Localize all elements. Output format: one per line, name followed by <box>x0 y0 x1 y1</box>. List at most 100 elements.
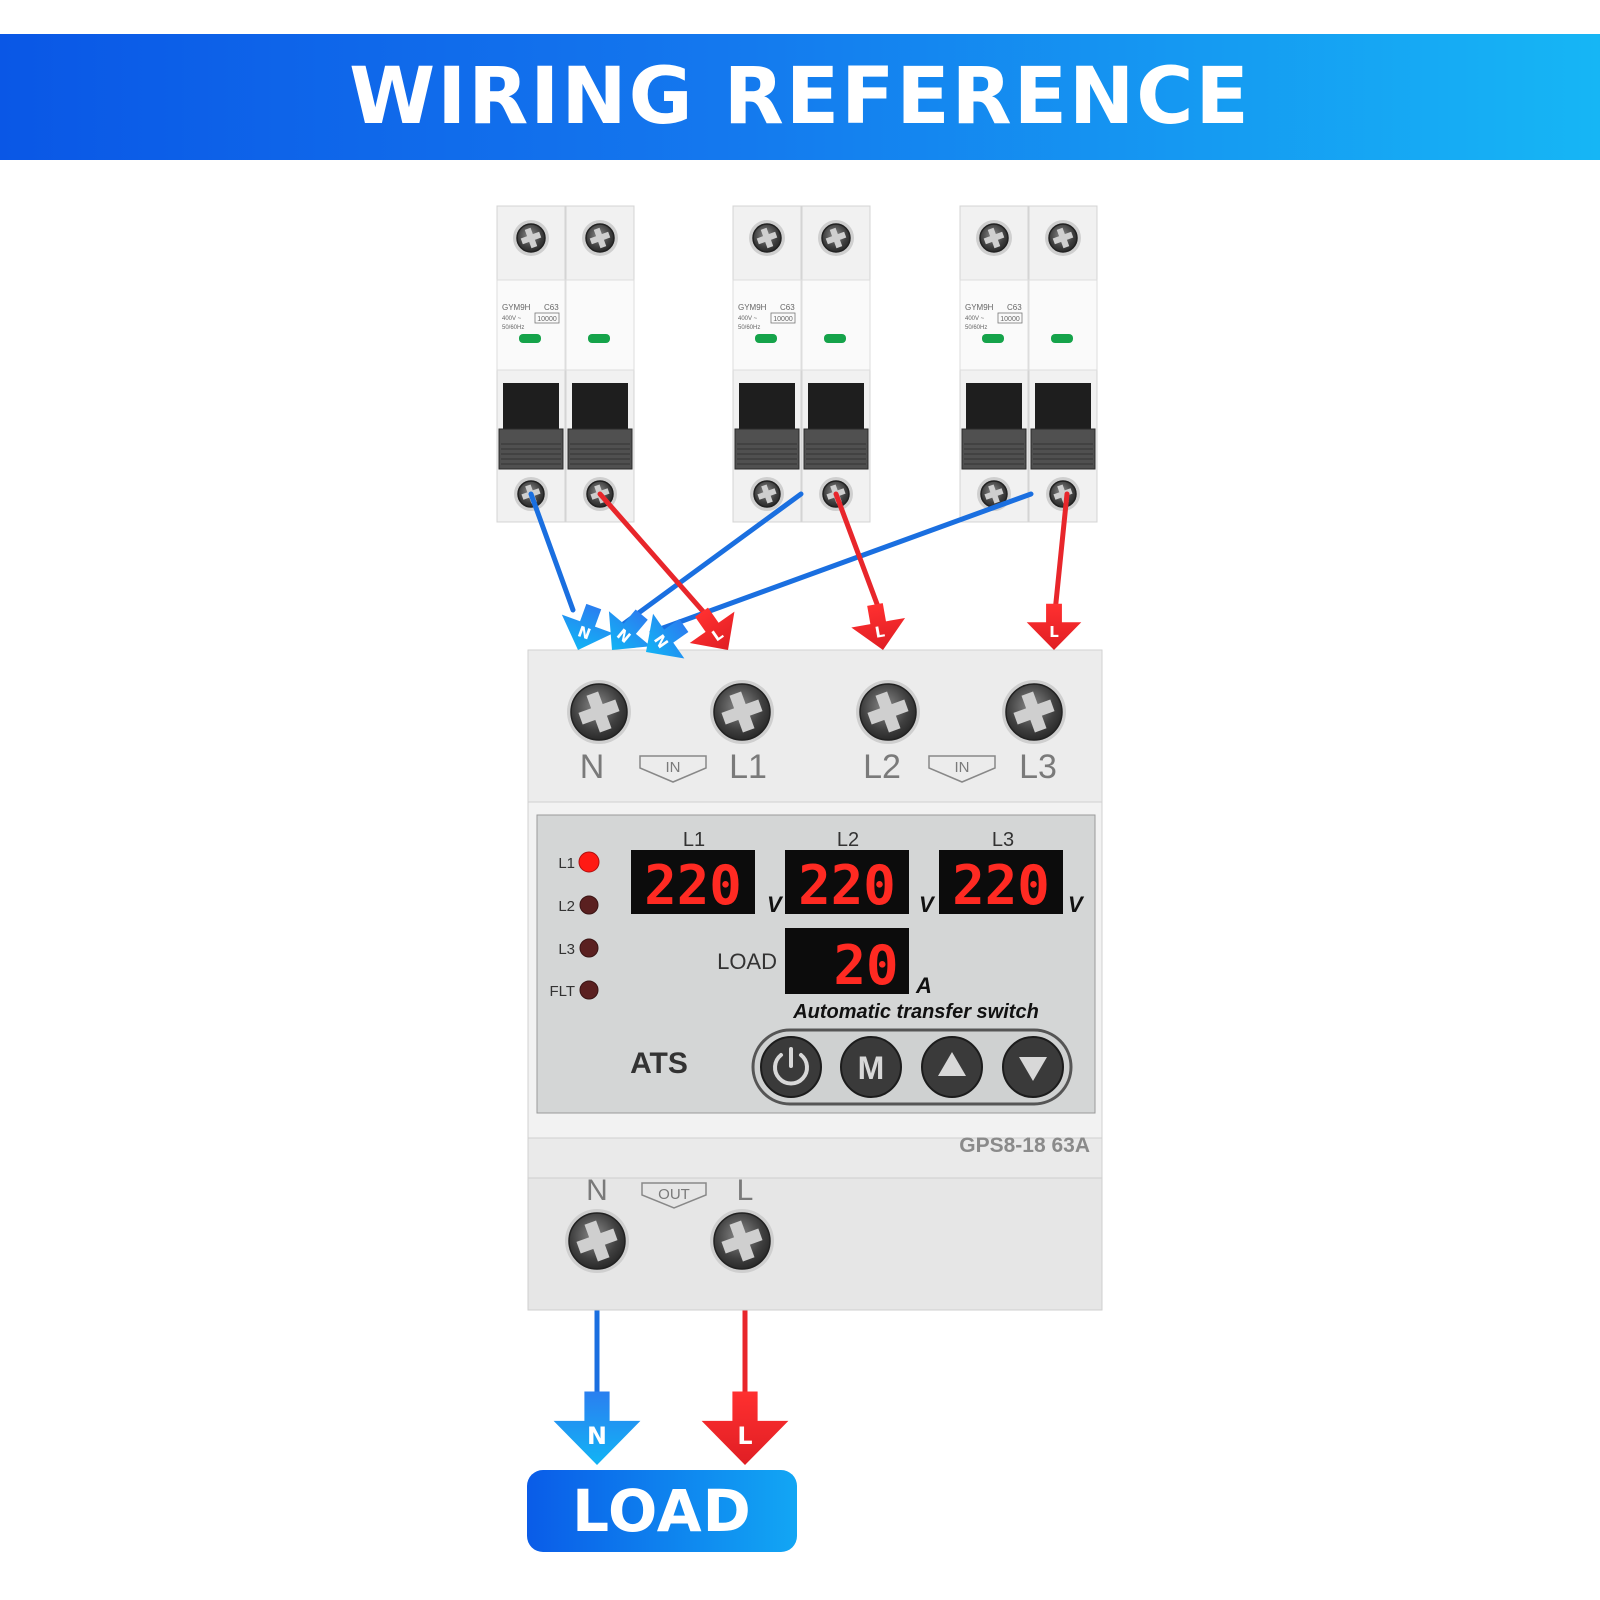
breaker-voltage: 400V ~ <box>502 316 522 322</box>
breaker-frequency: 50/60Hz <box>738 325 760 331</box>
bottom-screw <box>1046 477 1080 511</box>
terminal-label-n: N <box>580 748 605 786</box>
status-window <box>982 334 1004 343</box>
neutral-arrow-load: N <box>553 1391 641 1465</box>
neutral-arrow-2: N <box>608 609 651 650</box>
input-screw-4 <box>1002 680 1066 744</box>
breaker-brand: GYM9H <box>965 303 994 312</box>
display-label-l2: L2 <box>837 829 859 851</box>
arrow-up-icon <box>938 1052 966 1076</box>
power-button[interactable] <box>760 1036 822 1098</box>
breaker-frequency: 50/60Hz <box>502 325 524 331</box>
wire-label: L <box>874 622 887 641</box>
terminal-label-l2: L2 <box>863 748 901 786</box>
device-lower-body <box>527 1137 1103 1179</box>
output-label-n: N <box>586 1174 608 1207</box>
voltage-unit-l1: V <box>767 892 784 917</box>
load-display-label: LOAD <box>717 949 777 974</box>
line-arrow-l3: L <box>1026 603 1082 650</box>
led-l3 <box>579 938 599 958</box>
page-title: WIRING REFERENCE <box>349 52 1251 142</box>
output-screw-1 <box>565 1209 629 1273</box>
voltage-unit-l3: V <box>1068 892 1085 917</box>
bottom-screw <box>750 477 784 511</box>
indicator-label-l3: L3 <box>558 941 575 958</box>
ats-device: N L1 L2 L3 IN IN L1 L2 L3 FLT L1 L2 L3 2 <box>527 649 1103 1311</box>
header-banner: WIRING REFERENCE <box>0 34 1600 160</box>
load-current-readout: 20 <box>833 934 898 997</box>
status-window <box>588 334 610 343</box>
load-box: LOAD <box>527 1470 797 1552</box>
line-arrow-load: L <box>701 1391 789 1465</box>
output-label-l: L <box>737 1174 754 1207</box>
top-screw <box>1045 220 1081 256</box>
load-label: LOAD <box>572 1477 752 1545</box>
wire-label: N <box>575 622 593 643</box>
wire-3 <box>649 491 1034 635</box>
wire-6 <box>1052 491 1070 615</box>
breaker-capacity: 10000 <box>1000 316 1020 323</box>
led-flt <box>579 980 599 1000</box>
load-current-display <box>785 928 909 994</box>
line-arrow-l2: L <box>851 603 906 650</box>
voltage-display-l3 <box>939 850 1063 914</box>
breaker-brand: GYM9H <box>502 303 531 312</box>
top-screw <box>582 220 618 256</box>
in-label: IN <box>955 759 970 776</box>
wire-label: L <box>1049 623 1059 641</box>
mode-button[interactable]: M <box>840 1036 902 1098</box>
up-button[interactable] <box>921 1036 983 1098</box>
breaker-voltage: 400V ~ <box>965 316 985 322</box>
breaker-voltage: 400V ~ <box>738 316 758 322</box>
led-l2 <box>579 895 599 915</box>
wire-1 <box>528 491 576 613</box>
wire-label: L <box>737 1422 752 1450</box>
indicator-panel: L1 L2 L3 FLT <box>549 851 600 1000</box>
voltage-display-l2 <box>785 850 909 914</box>
output-screw-2 <box>710 1209 774 1273</box>
indicator-label-flt: FLT <box>549 983 575 1000</box>
breaker-rating: C63 <box>780 303 795 312</box>
breaker-rating: C63 <box>1007 303 1022 312</box>
input-screw-2 <box>710 680 774 744</box>
breaker-1: GYM9H C63 400V ~ 50/60Hz 10000 <box>496 205 635 523</box>
device-caption: Automatic transfer switch <box>792 1001 1039 1023</box>
voltage-readout-l1: 220 <box>644 854 742 917</box>
top-screw <box>818 220 854 256</box>
led-l1-on <box>578 851 600 873</box>
breaker-rating: C63 <box>544 303 559 312</box>
wire-5 <box>833 491 883 615</box>
mode-button-label: M <box>858 1050 885 1086</box>
down-button[interactable] <box>1002 1036 1064 1098</box>
voltage-readout-l2: 220 <box>798 854 896 917</box>
indicator-label-l1: L1 <box>558 855 575 872</box>
top-screw <box>513 220 549 256</box>
status-window <box>1051 334 1073 343</box>
line-arrow-l1: L <box>689 607 735 650</box>
power-icon <box>773 1047 809 1086</box>
breaker-3: GYM9H C63 400V ~ 50/60Hz 10000 <box>959 205 1098 523</box>
terminal-label-l3: L3 <box>1019 748 1057 786</box>
in-label: IN <box>666 759 681 776</box>
breaker-capacity: 10000 <box>537 316 557 323</box>
current-unit: A <box>915 973 932 998</box>
display-label-l1: L1 <box>683 829 705 851</box>
breaker-frequency: 50/60Hz <box>965 325 987 331</box>
status-window <box>755 334 777 343</box>
device-brand: ATS <box>630 1047 688 1080</box>
model-number: GPS8-18 63A <box>959 1134 1090 1157</box>
neutral-arrow-1: N <box>561 603 614 650</box>
top-screw <box>749 220 785 256</box>
neutral-arrow-3: N <box>646 613 689 659</box>
wires <box>528 491 1070 1398</box>
voltage-unit-l2: V <box>919 892 936 917</box>
status-window <box>824 334 846 343</box>
wire-label: N <box>587 1422 607 1450</box>
out-arrow: OUT <box>641 1182 707 1209</box>
wire-4 <box>597 491 718 628</box>
voltage-readout-l3: 220 <box>952 854 1050 917</box>
display-label-l3: L3 <box>992 829 1014 851</box>
top-screw <box>976 220 1012 256</box>
